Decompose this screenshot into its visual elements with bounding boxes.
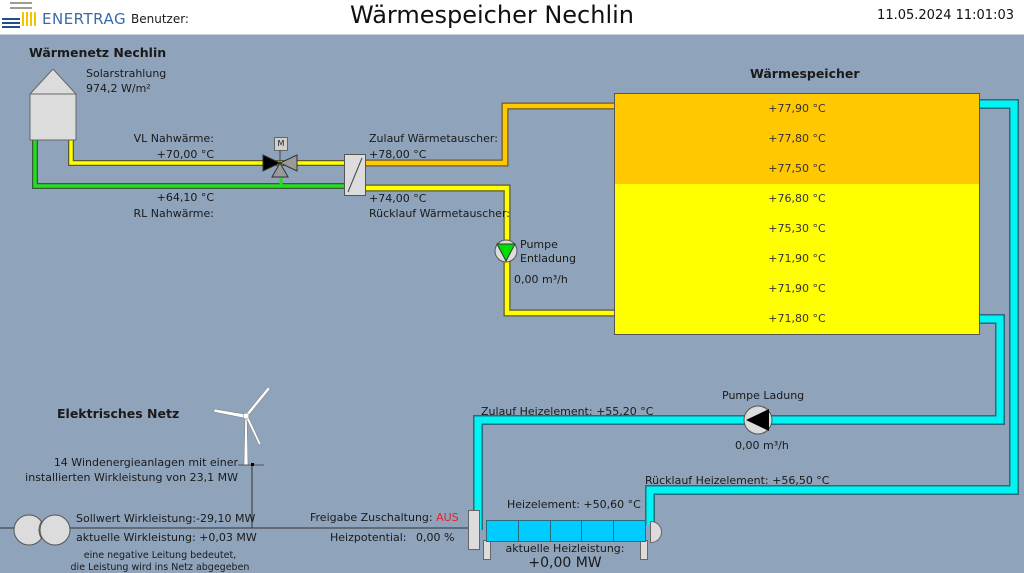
charge-pump-flow: 0,00 m³/h: [735, 439, 789, 452]
process-diagram: Wärmenetz Nechlin Solarstrahlung 974,2 W…: [0, 35, 1024, 573]
note-line-2: die Leistung wird ins Netz abgegeben: [70, 562, 250, 573]
release-label: Freigabe Zuschaltung:: [310, 511, 433, 524]
discharge-pump-label-2: Entladung: [520, 252, 576, 265]
heat-exchanger[interactable]: [344, 154, 366, 196]
note-line-1: eine negative Leitung bedeutet,: [83, 550, 237, 561]
release-switch-status: Freigabe Zuschaltung: AUS: [310, 511, 459, 524]
storage-layer: +71,90 °C: [615, 244, 979, 274]
header-bar: ENERTRAG Benutzer: Wärmespeicher Nechlin…: [0, 0, 1024, 35]
storage-layer-temperature: +71,90 °C: [768, 282, 826, 295]
storage-layer-temperature: +75,30 °C: [768, 222, 826, 235]
heater-flange-left: [468, 510, 480, 550]
charge-pump-label: Pumpe Ladung: [722, 389, 805, 402]
heater-inflow-label: Zulauf Heizelement: +55,20 °C: [481, 405, 654, 418]
heat-network-title: Wärmenetz Nechlin: [29, 45, 167, 60]
heater-power-label: aktuelle Heizleistung:: [505, 542, 625, 555]
potential-label: Heizpotential:: [330, 531, 407, 544]
heater-element[interactable]: [486, 520, 646, 542]
solar-value: 974,2 W/m²: [86, 82, 151, 95]
storage-layer-temperature: +77,80 °C: [768, 132, 826, 145]
discharge-pump-label-1: Pumpe: [520, 238, 558, 251]
valve-motor-icon: M: [274, 137, 288, 151]
hx-return-label: Rücklauf Wärmetauscher:: [369, 207, 510, 220]
enertrag-logo: ENERTRAG: [2, 10, 132, 34]
transformer-icon[interactable]: [12, 513, 72, 547]
rl-label: RL Nahwärme:: [133, 207, 214, 220]
discharge-pump-flow: 0,00 m³/h: [514, 273, 568, 286]
storage-layer: +76,80 °C: [615, 184, 979, 214]
wind-info-line-1: 14 Windenergieanlagen mit einer: [53, 456, 238, 469]
heater-foot-right: [640, 540, 648, 560]
three-way-valve[interactable]: M: [262, 137, 298, 183]
pipe-diagram: [0, 99, 1019, 530]
discharge-pump[interactable]: [494, 239, 518, 263]
solar-label: Solarstrahlung: [86, 67, 167, 80]
storage-layer: +77,80 °C: [615, 124, 979, 154]
storage-layer: +77,90 °C: [615, 94, 979, 124]
page-title: Wärmespeicher Nechlin: [350, 1, 635, 29]
pump-direction-icon: [746, 409, 769, 431]
wind-info-line-2: installierten Wirkleistung von 23,1 MW: [25, 471, 238, 484]
actual-power: aktuelle Wirkleistung: +0,03 MW: [76, 531, 257, 544]
storage-layer: +71,90 °C: [615, 274, 979, 304]
hx-return-value: +74,00 °C: [369, 192, 427, 205]
datetime: 11.05.2024 11:01:03: [877, 8, 1014, 23]
user-label: Benutzer:: [131, 12, 189, 26]
hx-inflow-value: +78,00 °C: [369, 148, 427, 161]
logo-bars-icon: [22, 12, 40, 26]
storage-title: Wärmespeicher: [750, 66, 860, 81]
storage-layer-temperature: +71,90 °C: [768, 252, 826, 265]
storage-layer-temperature: +71,80 °C: [768, 312, 826, 325]
storage-layer: +75,30 °C: [615, 214, 979, 244]
hx-inflow-label: Zulauf Wärmetauscher:: [369, 132, 498, 145]
heat-plant-building-icon: [28, 68, 78, 141]
vl-value: +70,00 °C: [156, 148, 214, 161]
setpoint-power: Sollwert Wirkleistung:-29,10 MW: [76, 512, 256, 525]
release-value: AUS: [436, 511, 459, 524]
storage-layer-temperature: +77,50 °C: [768, 162, 826, 175]
logo-stripes-icon: [2, 18, 20, 28]
heating-potential: Heizpotential: 0,00 %: [330, 531, 454, 544]
storage-layer: +77,50 °C: [615, 154, 979, 184]
potential-value: 0,00 %: [416, 531, 455, 544]
heater-element-label: Heizelement: +50,60 °C: [507, 498, 641, 511]
storage-tank: +77,90 °C +77,80 °C +77,50 °C +76,80 °C +75,…: [614, 93, 980, 335]
charge-pump[interactable]: [743, 405, 773, 435]
wind-turbine-icon: [208, 383, 272, 467]
logo-text: ENERTRAG: [42, 10, 127, 28]
storage-layer-temperature: +76,80 °C: [768, 192, 826, 205]
heater-power-value: +0,00 MW: [528, 555, 602, 571]
rl-value: +64,10 °C: [156, 191, 214, 204]
vl-label: VL Nahwärme:: [133, 132, 214, 145]
hamburger-menu-icon[interactable]: [10, 2, 32, 14]
storage-layer-temperature: +77,90 °C: [768, 102, 826, 115]
storage-layer: +71,80 °C: [615, 304, 979, 334]
pump-direction-icon: [496, 243, 516, 263]
electrical-title: Elektrisches Netz: [57, 406, 180, 421]
heater-return-label: Rücklauf Heizelement: +56,50 °C: [645, 474, 830, 487]
